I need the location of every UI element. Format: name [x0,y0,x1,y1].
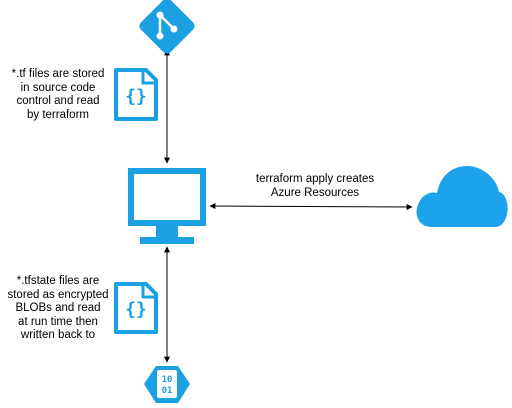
terraform-apply-label: terraform apply creates Azure Resources [255,173,375,199]
git-icon [139,0,195,54]
tf-files-label: *.tf files are stored in source code con… [11,68,105,121]
svg-text:{}: {} [125,299,147,320]
tfstate-files-label: *.tfstate files are stored as encrypted … [7,275,109,341]
computer-cloud-connector [209,203,413,210]
monitor-icon [128,168,206,244]
blob-glyph-top: 10 [162,375,173,385]
code-file-icon: {} [114,282,158,334]
cloud-icon [416,166,508,227]
svg-text:{}: {} [125,86,147,107]
blob-storage-icon: 10 01 [144,366,190,403]
blob-glyph-bottom: 01 [162,386,173,396]
code-file-icon: {} [114,68,158,121]
